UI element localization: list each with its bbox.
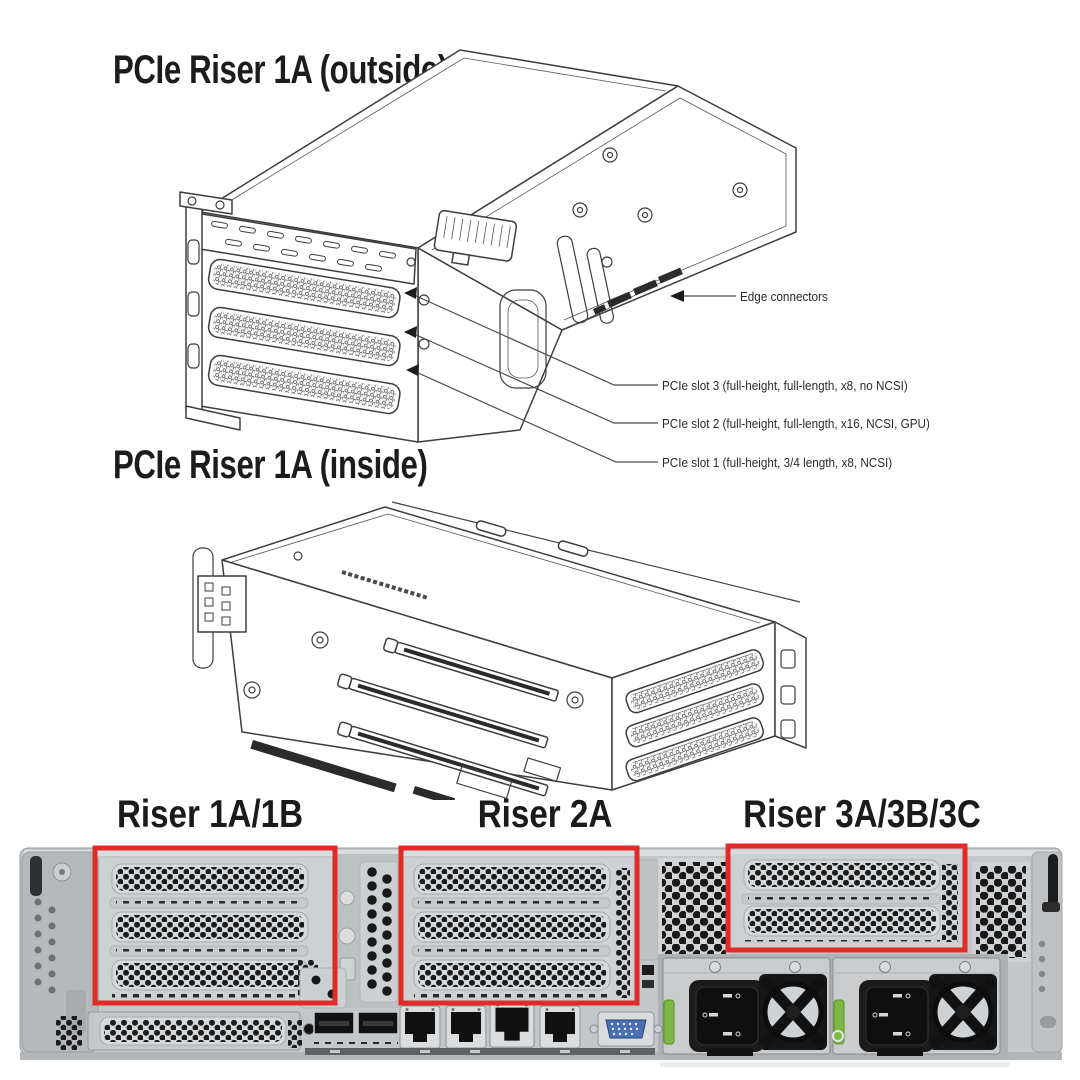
- usb-port-1: [313, 1011, 355, 1035]
- vga-port: [589, 1011, 663, 1047]
- low-profile-slot-cover: [87, 1011, 301, 1051]
- riser-3-bay: [732, 854, 962, 950]
- outside-diagram-title: PCIe Riser 1A (outside): [113, 48, 448, 92]
- left-mounting-ear: [21, 851, 99, 1053]
- left-bracket: [179, 191, 241, 431]
- ethernet-port-2: [445, 1005, 487, 1049]
- right-mounting-ear: [1031, 851, 1063, 1053]
- ethernet-port-1: [399, 1005, 441, 1049]
- riser-cage-outside: [179, 49, 797, 443]
- riser-1-highlight-box: [92, 845, 338, 1006]
- usb-port-2: [357, 1011, 399, 1035]
- riser-power-connector: [192, 547, 247, 669]
- riser-3-highlight-box: [725, 843, 968, 953]
- callout-pcie-slot-1: PCIe slot 1 (full-height, 3/4 length, x8…: [662, 455, 893, 470]
- callout-leaders: [404, 287, 736, 463]
- edge-connectors: [584, 267, 683, 321]
- server-rear-photo: [19, 843, 1063, 1067]
- ethernet-port-4: [539, 1005, 581, 1049]
- riser-outside-drawing: [179, 49, 797, 463]
- center-hex-vent: [637, 858, 730, 988]
- riser-3a-3b-3c-label: Riser 3A/3B/3C: [743, 793, 981, 836]
- right-hex-vent: [972, 862, 1030, 962]
- pcie-slot-connector-3: [383, 637, 559, 702]
- callout-pcie-slot-3: PCIe slot 3 (full-height, full-length, x…: [662, 378, 908, 393]
- riser-2-highlight-box: [398, 845, 640, 1006]
- vent-ovals: [211, 220, 396, 272]
- io-row: [56, 1000, 663, 1055]
- inside-diagram-title: PCIe Riser 1A (inside): [113, 443, 428, 487]
- cage-foot: [499, 289, 547, 389]
- riser-2-bay: [402, 858, 636, 1006]
- psu-1: [663, 958, 830, 1056]
- retention-clip: [556, 235, 615, 324]
- pcie-slot-connector-2: [337, 673, 549, 749]
- psu-2: [833, 958, 1000, 1056]
- cage-latch: [433, 209, 518, 266]
- riser-1a-1b-label: Riser 1A/1B: [116, 793, 304, 836]
- slot-bracket-1: [207, 354, 401, 415]
- slot-bracket-3: [207, 258, 401, 319]
- ethernet-port-3: [489, 1000, 535, 1048]
- psu-thumbscrew-hole: [832, 1030, 844, 1042]
- inside-slot-bracket-b: [625, 683, 765, 748]
- callout-pcie-slot-2: PCIe slot 2 (full-height, full-length, x…: [662, 416, 930, 431]
- riser-inside-drawing: [192, 501, 807, 800]
- vent-cluster-right: [288, 1020, 302, 1048]
- riser-1-bay: [100, 858, 332, 1006]
- board-edge-connector: [250, 740, 456, 800]
- panel-screws: [572, 147, 748, 223]
- slot-bracket-2: [207, 306, 401, 367]
- riser-cage-inside: [192, 501, 807, 800]
- vent-cluster-left: [56, 1016, 82, 1050]
- inside-slot-bracket-c: [625, 717, 765, 782]
- reset-hole: [303, 1023, 315, 1035]
- inside-slot-bracket-a: [625, 649, 765, 714]
- riser-2a-label: Riser 2A: [477, 793, 613, 836]
- callout-edge-connectors: Edge connectors: [740, 289, 828, 304]
